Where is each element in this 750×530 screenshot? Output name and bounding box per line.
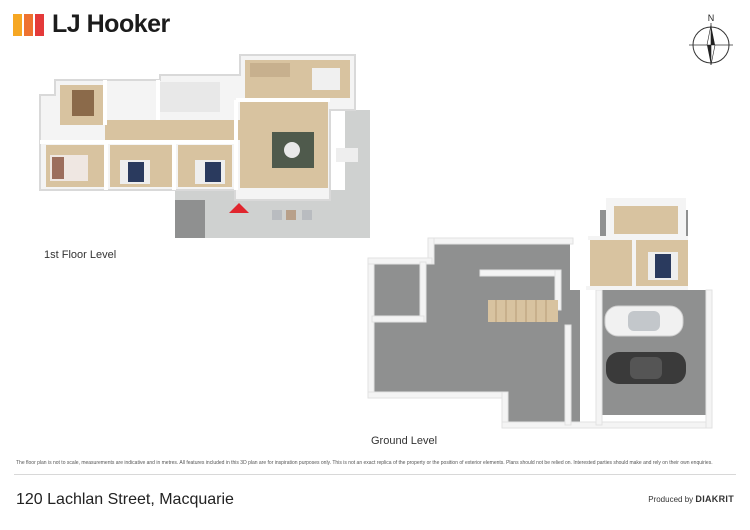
desk [72,90,94,116]
coffee-table [284,142,300,158]
ground-floor-label: Ground Level [371,435,438,447]
outdoor-chair-2 [286,210,296,220]
logo-mark-icon [13,13,44,36]
first-floor-patio [175,110,370,238]
disclaimer-text: The floor plan is not to scale, measurem… [16,460,713,466]
staircase [488,300,558,322]
entry-marker [229,203,249,213]
logo-square-orange [24,13,33,36]
black-car [606,352,686,384]
kitchen-bench [250,63,290,77]
outdoor-chair-1 [272,210,282,220]
dining-table [312,68,340,90]
outdoor-chair-3 [302,210,312,220]
produced-by-credit: Produced by DIAKRIT [648,494,734,504]
compass-icon: N [689,13,733,66]
brand-name: LJ Hooker [52,10,170,38]
logo-square-yellow [13,13,22,36]
north-label: N [708,13,715,23]
floor-plan-drawing [39,54,713,429]
logo-square-red [35,13,44,36]
ground-laundry [590,240,634,286]
brand-logo: LJ Hooker [13,10,170,39]
bathroom-floor [160,82,220,112]
ground-floor-plan [367,198,713,429]
credit-company: DIAKRIT [695,494,734,504]
first-floor-plan [39,54,370,238]
white-car [604,305,684,337]
footer-divider [14,474,736,475]
outdoor-table [336,148,358,162]
credit-prefix: Produced by [648,495,694,504]
property-address: 120 Lachlan Street, Macquarie [16,491,234,508]
hallway-floor [105,120,265,140]
first-floor-label: 1st Floor Level [44,249,117,261]
